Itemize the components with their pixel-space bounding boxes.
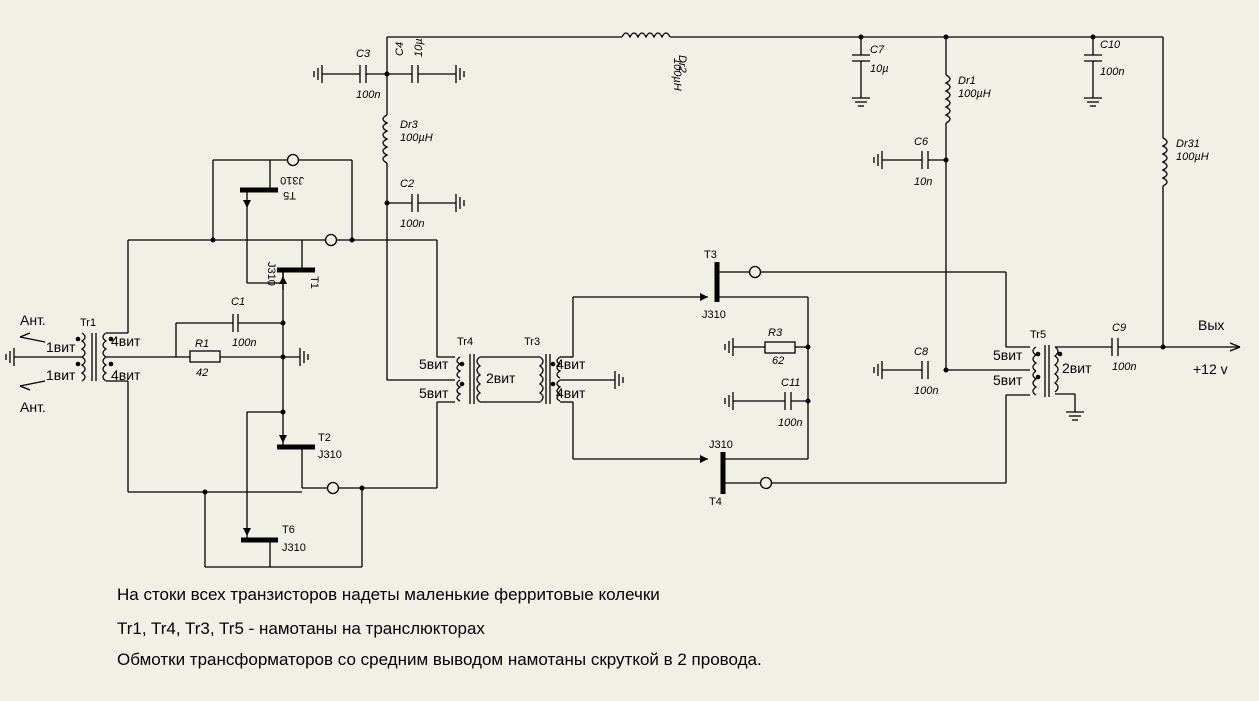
label-tr4-w3: 2вит	[486, 370, 516, 386]
label-dr1: Dr1	[958, 75, 976, 87]
label-tr1-w3: 4вит	[111, 333, 141, 349]
label-dr31-val: 100µH	[1176, 151, 1209, 163]
label-r1-val: 42	[196, 367, 208, 379]
labels: Ант. Ант. Tr1 1вит 1вит 4вит 4вит R1 42 …	[20, 38, 1228, 554]
label-t3: T3	[704, 249, 717, 261]
label-c8-val: 100n	[914, 385, 938, 397]
label-tr1-w2: 1вит	[46, 367, 76, 383]
label-dr2-val: 100µH	[671, 58, 683, 91]
label-tr5-w2: 5вит	[993, 372, 1023, 388]
label-t5-type: J310	[280, 174, 304, 186]
label-tr1-w1: 1вит	[46, 339, 76, 355]
label-t2: T2	[318, 432, 331, 444]
label-c3: C3	[356, 48, 371, 60]
label-c11: C11	[781, 377, 800, 389]
label-dr31: Dr31	[1176, 138, 1200, 150]
label-dr2: Dr2	[676, 55, 688, 73]
label-c6: C6	[914, 136, 929, 148]
note-2: Tr1, Tr4, Tr3, Tr5 - намотаны на транслю…	[117, 619, 485, 638]
label-r3-val: 62	[772, 355, 784, 367]
label-supply: +12 v	[1193, 361, 1228, 377]
label-tr1-w4: 4вит	[111, 367, 141, 383]
label-c10-val: 100n	[1100, 66, 1124, 78]
label-c1: C1	[231, 296, 245, 308]
label-tr4: Tr4	[457, 336, 473, 348]
label-c2: C2	[400, 178, 414, 190]
label-r1: R1	[195, 338, 209, 350]
label-t6-type: J310	[282, 542, 306, 554]
label-ant1: Ант.	[20, 312, 46, 328]
label-c9-val: 100n	[1112, 361, 1136, 373]
label-tr3-w2: 4вит	[556, 385, 586, 401]
label-out: Вых	[1198, 317, 1224, 333]
label-c6-val: 10n	[914, 176, 932, 188]
label-t2-type: J310	[318, 449, 342, 461]
label-c1-val: 100n	[232, 337, 256, 349]
input-stage	[5, 153, 437, 568]
label-c7-val: 10µ	[870, 63, 889, 75]
tr4-tr3	[387, 240, 708, 488]
label-tr4-w2: 5вит	[419, 385, 449, 401]
label-t6: T6	[282, 524, 295, 536]
label-c10: C10	[1100, 39, 1121, 51]
label-c11-val: 100n	[778, 417, 802, 429]
label-c4: C4	[394, 42, 406, 56]
label-t3-type: J310	[702, 309, 726, 321]
label-tr3: Tr3	[524, 336, 540, 348]
label-c3-val: 100n	[356, 89, 380, 101]
label-c4-val: 10µ	[413, 38, 425, 57]
note-3: Обмотки трансформаторов со средним вывод…	[117, 650, 762, 669]
label-tr1: Tr1	[80, 317, 96, 329]
label-tr5-w3: 2вит	[1062, 360, 1092, 376]
label-t4: T4	[709, 496, 722, 508]
note-1: На стоки всех транзисторов надеты малень…	[117, 585, 660, 604]
label-dr3: Dr3	[400, 119, 419, 131]
label-t5: T5	[283, 189, 296, 201]
label-t1: T1	[308, 276, 320, 289]
output-stage	[873, 272, 1241, 483]
label-dr1-val: 100µH	[958, 88, 991, 100]
supply-rail	[313, 32, 1168, 380]
label-tr5: Tr5	[1030, 329, 1046, 341]
label-t4-type: J310	[709, 439, 733, 451]
output-transistors	[714, 262, 1006, 494]
label-c9: C9	[1112, 322, 1126, 334]
label-dr3-val: 100µH	[400, 132, 433, 144]
label-r3: R3	[768, 327, 783, 339]
label-c2-val: 100n	[400, 218, 424, 230]
label-tr3-w1: 4вит	[556, 356, 586, 372]
label-t1-type: J310	[265, 262, 277, 286]
label-tr5-w1: 5вит	[993, 347, 1023, 363]
label-ant2: Ант.	[20, 399, 46, 415]
label-c7: C7	[870, 44, 885, 56]
label-tr4-w1: 5вит	[419, 356, 449, 372]
label-c8: C8	[914, 346, 929, 358]
